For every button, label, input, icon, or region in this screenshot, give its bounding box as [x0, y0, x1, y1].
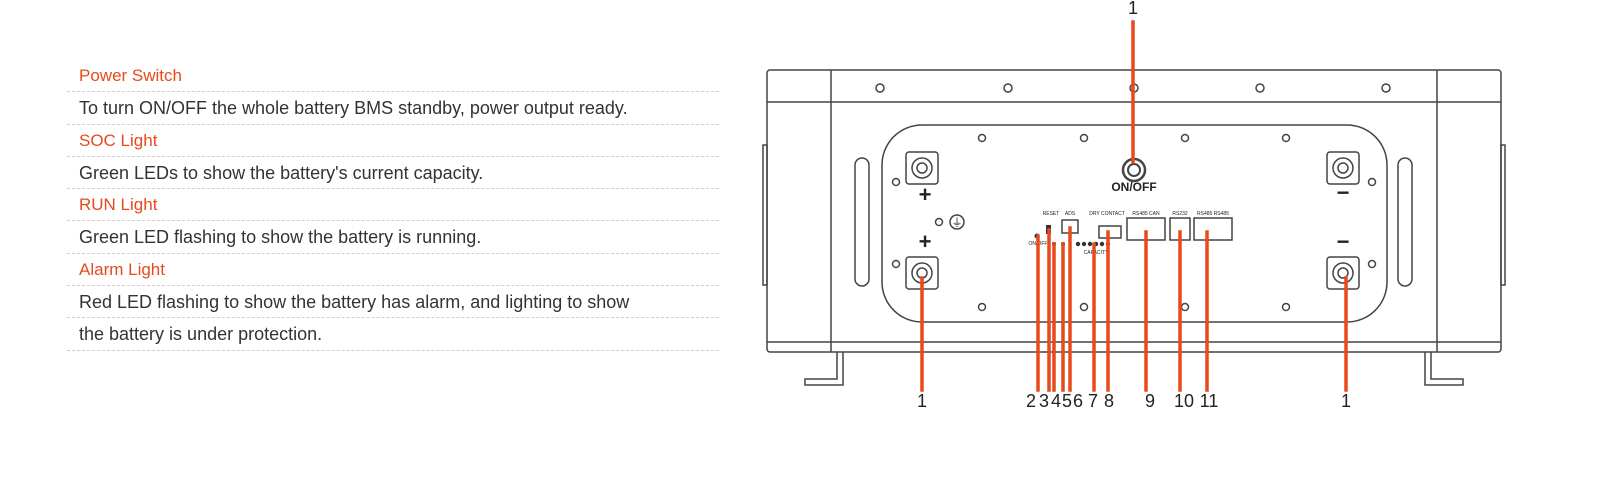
callout-10: 10 — [1174, 391, 1194, 411]
negative-terminal-top — [1326, 151, 1360, 185]
callout-11: 11 — [1200, 391, 1219, 411]
ground-symbol: ⏚ — [952, 216, 963, 229]
item-desc-power-switch: To turn ON/OFF the whole battery BMS sta… — [67, 92, 719, 125]
rs485-pair-label: RS485 RS485 — [1197, 211, 1229, 217]
soc-led-5 — [1099, 241, 1105, 247]
callout-left-1: 1 — [917, 391, 927, 411]
ground-screw — [934, 217, 944, 227]
left-foot — [804, 352, 844, 386]
callout-7: 7 — [1088, 391, 1098, 411]
minus-label-top: − — [1337, 180, 1350, 205]
left-handle — [854, 157, 870, 287]
item-title-alarm-light: Alarm Light — [67, 254, 719, 286]
callout-3: 3 — [1039, 391, 1049, 411]
dry-contact-label: DRY CONTACT — [1089, 211, 1125, 217]
soc-led-3 — [1087, 241, 1093, 247]
rs485-pair-port — [1193, 217, 1233, 241]
item-title-run-light: RUN Light — [67, 189, 719, 221]
callout-right-1: 1 — [1341, 391, 1351, 411]
callout-5: 5 — [1062, 391, 1072, 411]
callout-6: 6 — [1073, 391, 1083, 411]
right-handle — [1397, 157, 1413, 287]
item-desc-alarm-light-line2: the battery is under protection. — [67, 318, 719, 351]
rs232-label: RS232 — [1172, 211, 1188, 217]
negative-terminal-bottom — [1326, 256, 1360, 290]
item-desc-run-light: Green LED flashing to show the battery i… — [67, 221, 719, 254]
callout-8: 8 — [1104, 391, 1114, 411]
callout-top-1: 1 — [1128, 0, 1138, 18]
switch-label: ON/OFF — [1111, 180, 1156, 194]
soc-led-2 — [1081, 241, 1087, 247]
spec-list: Power Switch To turn ON/OFF the whole ba… — [67, 60, 719, 351]
dry-contact-port — [1098, 225, 1122, 239]
item-title-power-switch: Power Switch — [67, 60, 719, 92]
rs485-can-label: RS485 CAN — [1132, 211, 1160, 217]
battery-panel-diagram: ON/OFF + + − − ⏚ RESET ADS DRY CONTACT R… — [762, 0, 1506, 411]
plus-label-bottom: + — [919, 229, 932, 254]
right-foot — [1424, 352, 1464, 386]
ads-label: ADS — [1065, 211, 1076, 217]
item-desc-alarm-light-line1: Red LED flashing to show the battery has… — [67, 286, 719, 318]
callout-9: 9 — [1145, 391, 1155, 411]
soc-led-1 — [1075, 241, 1081, 247]
item-desc-soc-light: Green LEDs to show the battery's current… — [67, 157, 719, 189]
reset-label: RESET — [1043, 211, 1060, 217]
positive-terminal-top — [905, 151, 939, 185]
item-title-soc-light: SOC Light — [67, 125, 719, 157]
capacity-label: CAPACITY — [1084, 250, 1109, 256]
callout-2: 2 — [1026, 391, 1036, 411]
callout-4: 4 — [1051, 391, 1061, 411]
minus-label-bottom: − — [1337, 229, 1350, 254]
plus-label-top: + — [919, 182, 932, 207]
